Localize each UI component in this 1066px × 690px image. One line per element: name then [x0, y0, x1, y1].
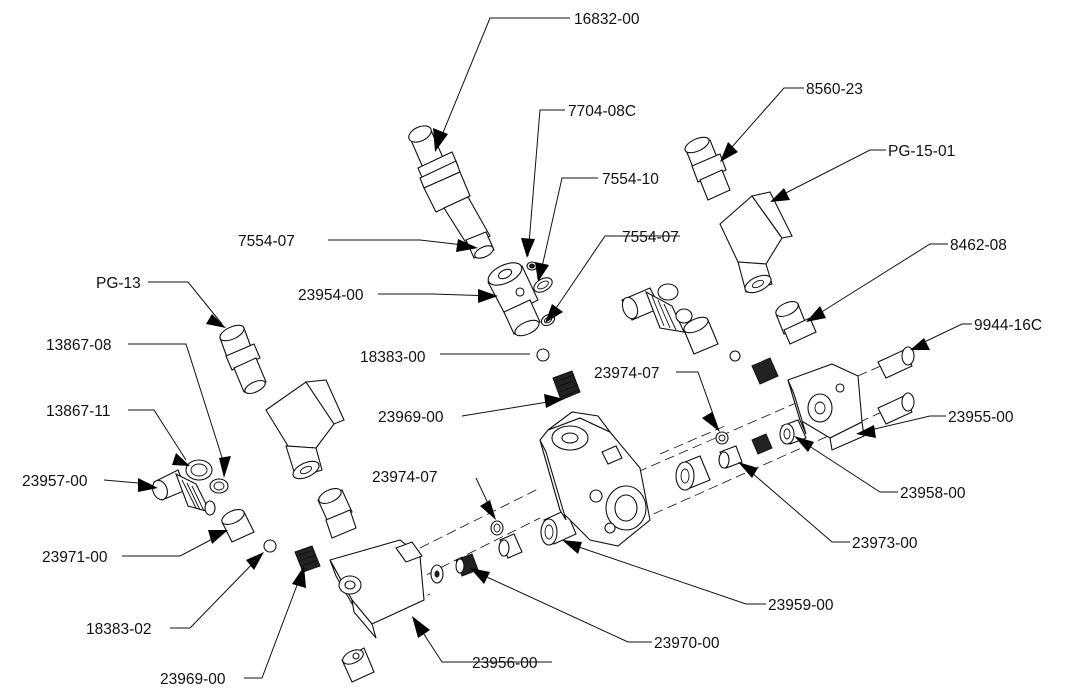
label-23969-00-bottom: 23969-00: [160, 671, 226, 688]
part-pg-15-01: [719, 191, 793, 294]
part-left-adapter: [317, 488, 357, 539]
part-23971-00: [221, 509, 255, 543]
part-23955-00: [787, 363, 865, 451]
label-8462-08: 8462-08: [950, 237, 1007, 254]
part-23956-00: [329, 539, 425, 683]
part-7554-10: [533, 277, 553, 293]
label-23956-00: 23956-00: [472, 655, 538, 672]
part-13867-11: [185, 459, 213, 481]
part-8560-23: [684, 136, 731, 201]
part-left-seat: [498, 533, 523, 559]
part-23974-07-left: [490, 520, 504, 536]
part-23973-00: [718, 445, 743, 469]
label-23955-00: 23955-00: [948, 409, 1014, 426]
part-9944-16c: [877, 346, 915, 425]
part-13867-08: [209, 478, 229, 494]
part-18383-00: [536, 348, 550, 362]
label-18383-00: 18383-00: [360, 349, 426, 366]
part-23969-00-upper: [552, 370, 581, 401]
label-7554-07-right: 7554-07: [622, 229, 679, 246]
part-23954-00: [487, 262, 541, 337]
part-number-labels: 16832-00 7704-08C 7554-10 7554-07 7554-0…: [22, 11, 1042, 688]
part-right-cylinder: [683, 316, 719, 355]
part-left-gauge: [265, 379, 345, 480]
label-23971-00: 23971-00: [42, 549, 108, 566]
part-right-threaded-plug: [621, 283, 693, 333]
label-23959-00: 23959-00: [768, 597, 834, 614]
label-pg-15-01: PG-15-01: [888, 143, 955, 160]
label-13867-11: 13867-11: [46, 403, 110, 420]
label-7704-08c: 7704-08C: [568, 103, 636, 120]
part-right-spring: [751, 433, 773, 455]
label-9944-16c: 9944-16C: [974, 317, 1042, 334]
part-pg-13: [219, 324, 267, 395]
label-18383-02: 18383-02: [86, 621, 152, 638]
part-main-manifold-body: [539, 411, 651, 547]
label-23970-00: 23970-00: [654, 635, 720, 652]
label-23974-07-left: 23974-07: [372, 469, 438, 486]
part-23974-07-right: [715, 431, 729, 445]
label-23957-00: 23957-00: [22, 473, 88, 490]
part-right-upper-spring: [751, 357, 779, 385]
label-23974-07-right: 23974-07: [594, 365, 660, 382]
part-16832-00: [408, 125, 495, 259]
label-13867-08: 13867-08: [46, 337, 112, 354]
label-7554-10: 7554-10: [602, 171, 659, 188]
part-18383-02: [263, 539, 277, 553]
label-23973-00: 23973-00: [852, 535, 918, 552]
label-7554-07-left: 7554-07: [238, 233, 295, 250]
assembly-axis-lines: [399, 361, 901, 609]
label-23954-00: 23954-00: [298, 287, 364, 304]
part-center-sleeve: [675, 455, 711, 491]
label-16832-00: 16832-00: [574, 11, 640, 28]
part-23969-00-lower: [294, 545, 321, 573]
leader-lines: [103, 17, 972, 679]
part-washer-small: [430, 564, 444, 584]
part-8462-08: [775, 301, 817, 345]
label-pg-13: PG-13: [96, 275, 141, 292]
label-8560-23: 8560-23: [806, 81, 863, 98]
part-23957-00: [152, 469, 216, 516]
label-23969-00-top: 23969-00: [378, 409, 444, 426]
part-right-ball: [729, 350, 741, 362]
label-23958-00: 23958-00: [900, 485, 966, 502]
